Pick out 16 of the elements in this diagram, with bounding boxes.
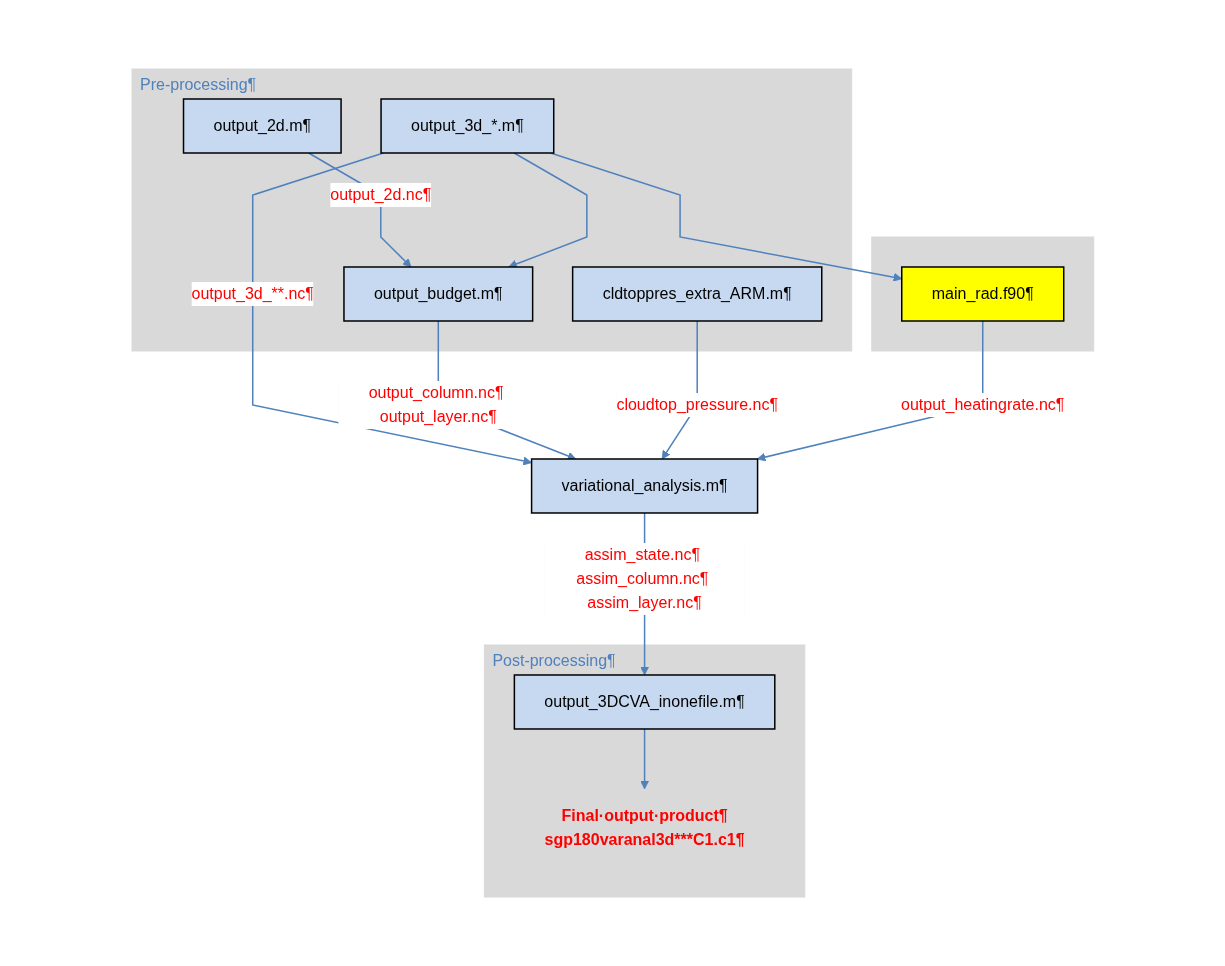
edge-label: assim_state.nc¶ assim_column.nc¶ assim_layer.nc¶: [575, 545, 709, 611]
node-box: output_2d.m¶: [182, 98, 342, 154]
edge-label: output_heatingrate.nc¶: [900, 395, 1065, 413]
edge-label: output_3d_**.nc¶: [191, 285, 314, 302]
node-box: output_3d_*.m¶: [379, 98, 555, 154]
arrow: [639, 728, 649, 790]
edge-label: cloudtop_pressure.nc¶: [616, 395, 778, 413]
node-text: Final·output·product¶ sgp180varanal3d***C1.c1¶: [544, 806, 745, 848]
node-box: output_3DCVA_inonefile.m¶: [513, 674, 776, 730]
node-box: variational_analysis.m¶: [530, 458, 758, 514]
cluster: [870, 236, 1094, 352]
node-box: cldtoppres_extra_ARM.m¶: [571, 266, 823, 322]
edge-label: output_column.nc¶ output_layer.nc¶: [368, 383, 504, 425]
node-box: output_budget.m¶: [342, 266, 533, 322]
edge-label: output_2d.nc¶: [329, 186, 431, 203]
node-box: main_rad.f90¶: [900, 266, 1065, 322]
